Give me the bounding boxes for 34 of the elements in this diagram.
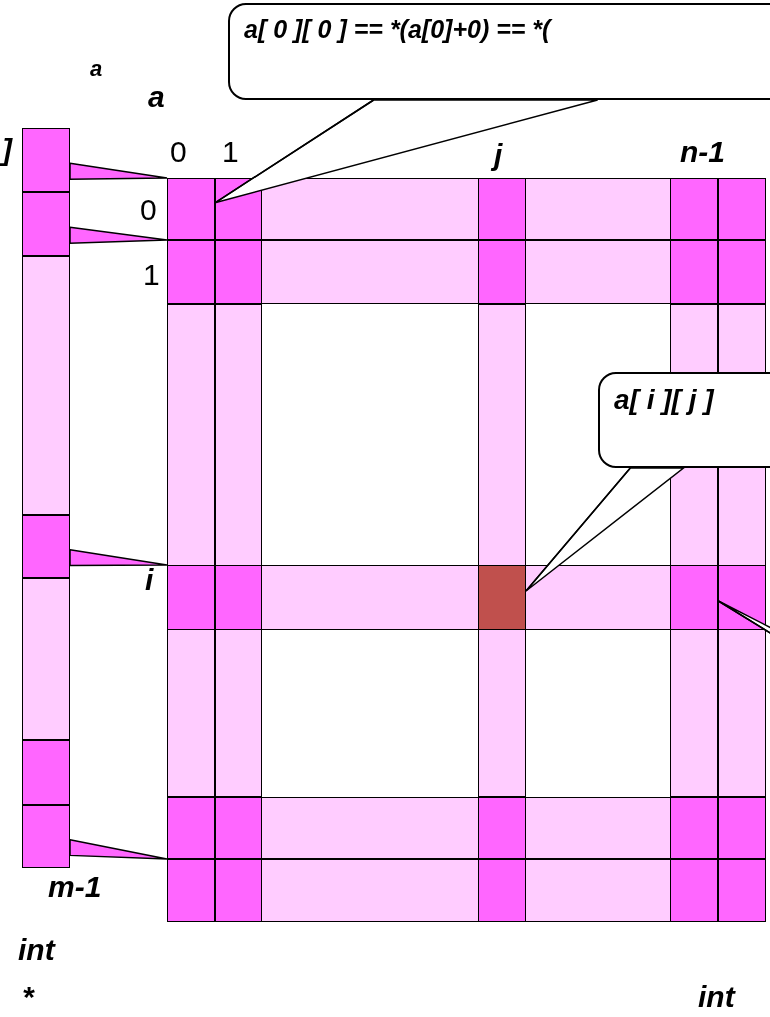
array-cell (22, 192, 70, 256)
matrix-row (167, 240, 766, 304)
array-cell (22, 805, 70, 868)
matrix-row (167, 565, 766, 630)
axis-label: a (148, 82, 165, 112)
axis-label: int (18, 935, 55, 965)
pointer-wedge (69, 162, 168, 180)
axis-label: m-1 (48, 872, 102, 902)
pointer-wedge (69, 838, 168, 860)
pointer-wedge (69, 226, 168, 244)
callout-bubble (598, 372, 770, 468)
axis-label: n-1 (680, 137, 725, 167)
array-cell (22, 128, 70, 192)
array-cell (166, 177, 215, 240)
array-cell (669, 564, 718, 630)
pointer-wedge (69, 548, 168, 567)
matrix-row (167, 797, 766, 859)
matrix-row (167, 178, 766, 240)
callout-text: a[ i ][ j ] (614, 384, 714, 415)
axis-label: 0 (170, 137, 187, 167)
matrix-row (167, 859, 766, 922)
axis-label: * (22, 982, 34, 1012)
axis-label: i (145, 565, 154, 595)
axis-label: ] (2, 135, 12, 165)
callout-text: a[ 0 ][ 0 ] == *(a[0]+0) == *( (244, 15, 551, 43)
axis-label: 1 (143, 260, 160, 290)
array-cell (22, 515, 70, 578)
array-cell (477, 564, 526, 630)
axis-label: 1 (222, 137, 239, 167)
array-cell (22, 740, 70, 805)
callout-bubble (228, 3, 770, 100)
axis-label: int (698, 982, 735, 1012)
axis-label: a (90, 58, 103, 80)
axis-label: 0 (140, 195, 157, 225)
